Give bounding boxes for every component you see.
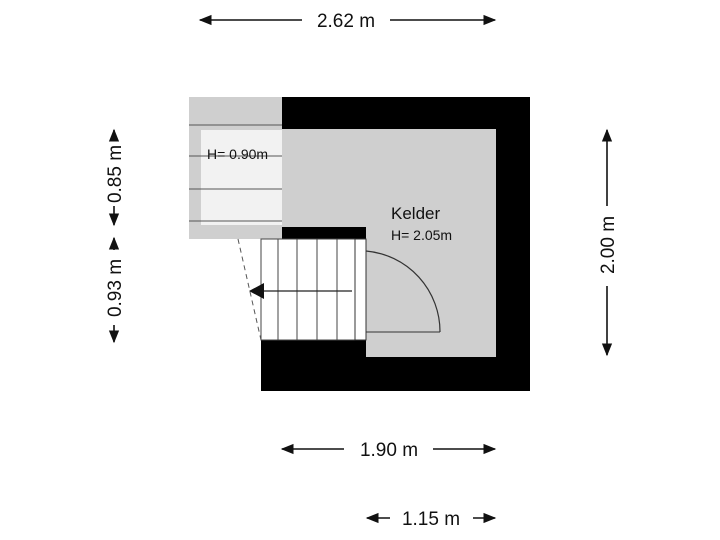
door-frame [354, 238, 367, 341]
dimension-left-upper-label: 0.85 m [105, 145, 126, 203]
dimension-top-label: 2.62 m [317, 11, 375, 32]
dimension-left-lower: 0.93 m [105, 236, 126, 344]
crawlspace-height-label: H= 0.90m [207, 146, 268, 162]
crawlspace: H= 0.90m [189, 97, 282, 239]
dimension-left-upper: 0.85 m [105, 128, 126, 227]
arrow-left-icon [249, 283, 264, 299]
room-name-kelder: Kelder [391, 204, 440, 223]
kelder-left-inner-wall [282, 340, 366, 357]
staircase [237, 238, 357, 341]
dimension-right: 2.00 m [598, 128, 619, 357]
dimension-top: 2.62 m [198, 11, 497, 32]
stair-area [260, 238, 357, 341]
dimension-left-lower-label: 0.93 m [105, 259, 126, 317]
door-swing-arc [365, 250, 441, 333]
dimension-bottom-1: 1.90 m [280, 440, 497, 461]
crawlspace-floor [201, 130, 282, 225]
kelder-inner-wall [282, 227, 366, 239]
dimension-bottom-2: 1.15 m [365, 509, 497, 530]
room-height-kelder: H= 2.05m [391, 227, 452, 243]
door [354, 238, 441, 341]
dimension-bottom-1-label: 1.90 m [360, 440, 418, 461]
dimension-bottom-2-label: 1.15 m [402, 509, 460, 530]
kelder-room [261, 97, 530, 391]
dimension-right-label: 2.00 m [598, 216, 619, 274]
